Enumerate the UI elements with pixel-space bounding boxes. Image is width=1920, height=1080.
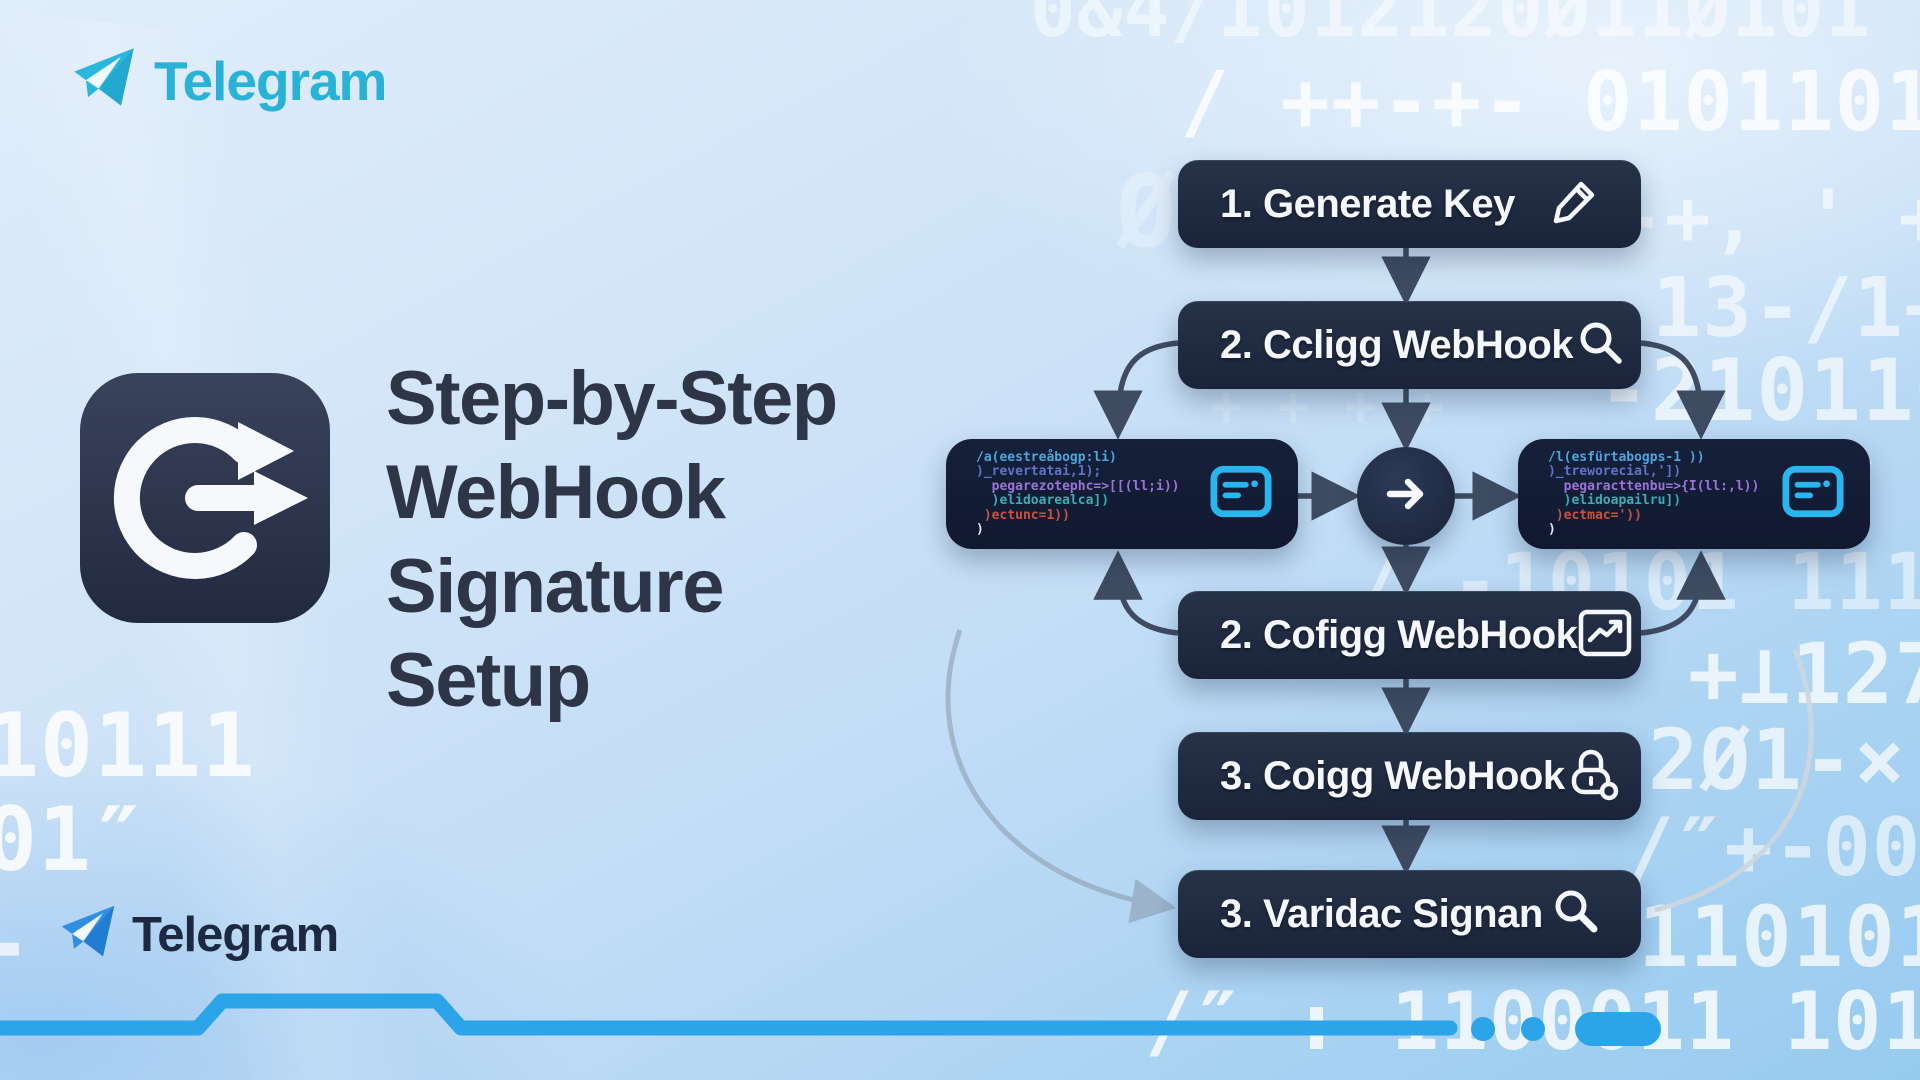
- code-line: )_revertatai,1);: [976, 464, 1102, 479]
- flow-box-label: 2. Ccligg WebHook: [1220, 322, 1574, 367]
- background-glyph: +⊥127: [1688, 625, 1920, 723]
- background-glyph: 13-/1+: [1652, 261, 1920, 356]
- cycle-arrows-icon: [80, 373, 330, 628]
- code-line: /l(esfürtabogps-1 )): [1548, 449, 1705, 465]
- code-line: pegarezotephc=>[[(ll;i)): [976, 478, 1180, 494]
- background-glyph: 2Ø1-×: [1648, 711, 1906, 809]
- title-line-2: WebHook: [386, 450, 726, 535]
- code-block-right: /l(esfürtabogps-1 )))_treworecial,']) pe…: [1518, 439, 1870, 549]
- magnifier-icon: [1573, 316, 1627, 375]
- flow-box-cofigg-webhook: 2. Cofigg WebHook: [1178, 591, 1641, 679]
- code-line: )_treworecial,']): [1548, 464, 1682, 479]
- background-glyph: /″ : 1100011 10123: [1145, 975, 1920, 1068]
- flow-box-varidac-signan: 3. Varidac Signan: [1178, 870, 1641, 958]
- background-glyph: -210110: [1598, 341, 1920, 441]
- lock-icon: [1565, 746, 1621, 807]
- code-line: )elidoarealca]): [976, 493, 1110, 508]
- background-glyph: Ø: [1116, 153, 1178, 270]
- background-glyph: 110101: [1638, 888, 1920, 986]
- telegram-logo-top-label: Telegram: [154, 49, 387, 112]
- title-line-3: Signature: [386, 544, 724, 629]
- title-line-4: Setup: [386, 638, 591, 723]
- page-title: Step-by-Step WebHook Signature Setup: [386, 352, 838, 728]
- code-line: )ectunc=1)): [976, 507, 1070, 523]
- background-glyph: 10111: [0, 694, 256, 797]
- telegram-plane-icon: [58, 902, 118, 967]
- background-glyph: 0&4/1012120Ø11Ø101: [1030, 0, 1872, 54]
- code-block-left-lines: /a(eestreåbogp:li))_revertatai,1); pegar…: [946, 449, 1180, 538]
- code-line: ): [976, 522, 984, 537]
- code-block-right-lines: /l(esfürtabogps-1 )))_treworecial,']) pe…: [1518, 449, 1760, 538]
- flow-box-label: 3. Coigg WebHook: [1220, 753, 1565, 798]
- code-window-icon: [1782, 465, 1844, 523]
- code-line: /a(eestreåbogp:li): [976, 449, 1117, 465]
- flow-box-label: 1. Generate Key: [1220, 181, 1515, 226]
- flow-box-ccligg-webhook: 2. Ccligg WebHook: [1178, 301, 1641, 389]
- telegram-plane-icon: [70, 44, 138, 117]
- background-glyph: -: [0, 900, 33, 990]
- background-glyph: 01″: [0, 788, 146, 891]
- flow-box-label: 3. Varidac Signan: [1220, 891, 1543, 936]
- pencil-icon: [1547, 175, 1601, 234]
- flow-box-generate-key: 1. Generate Key: [1178, 160, 1641, 248]
- telegram-logo-top: Telegram: [70, 44, 387, 117]
- code-block-left: /a(eestreåbogp:li))_revertatai,1); pegar…: [946, 439, 1298, 549]
- background-glyph: /″+-00: [1626, 801, 1920, 894]
- code-line: pegaracttenbu=>{I(ll:,l)): [1548, 478, 1760, 494]
- code-line: )ectmac=')): [1548, 507, 1642, 523]
- telegram-logo-bottom: Telegram: [58, 902, 339, 967]
- center-arrow-node: [1357, 447, 1455, 545]
- chart-icon: [1577, 607, 1633, 664]
- magnifier-icon: [1547, 885, 1601, 944]
- code-window-icon: [1210, 465, 1272, 523]
- title-line-1: Step-by-Step: [386, 356, 838, 441]
- code-line: )elidoapailru]): [1548, 493, 1682, 508]
- flow-box-label: 2. Cofigg WebHook: [1220, 612, 1578, 657]
- flow-box-coigg-webhook: 3. Coigg WebHook: [1178, 732, 1641, 820]
- background-glyph: / ++-+- 010110110: [1180, 55, 1920, 150]
- background-glyph: -+, ' +/: [1618, 173, 1920, 262]
- code-line: ): [1548, 522, 1556, 537]
- telegram-logo-bottom-label: Telegram: [132, 907, 339, 962]
- arrow-right-icon: [1378, 466, 1434, 527]
